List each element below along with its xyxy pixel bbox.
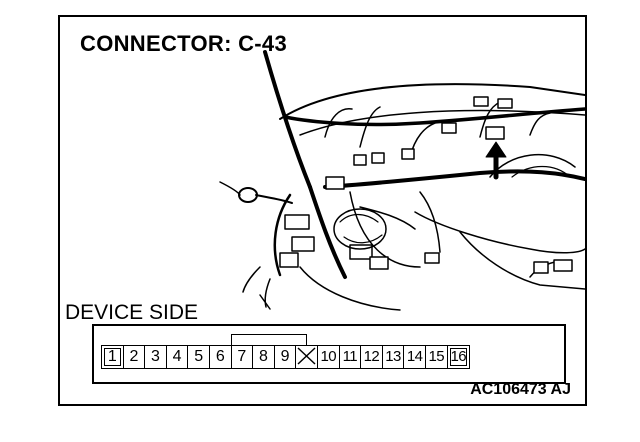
main-harness: [323, 169, 585, 189]
grommet-wire: [219, 181, 241, 196]
connector-housing: [284, 214, 310, 230]
pin-5: 5: [188, 346, 210, 368]
connector-housing: [371, 152, 385, 164]
reference-code: AC106473 AJ: [470, 381, 571, 398]
unused-cavity-cross-icon: [297, 347, 316, 365]
pin-11: 11: [340, 346, 362, 368]
connector-housing: [353, 154, 367, 166]
branch-wire: [324, 108, 353, 138]
instrument-panel-curve: [414, 211, 585, 254]
grommet-wire: [255, 194, 293, 204]
connector-housing: [553, 259, 573, 272]
pin-16: 16: [448, 346, 470, 368]
connector-housing: [497, 98, 513, 109]
device-side-label: DEVICE SIDE: [65, 301, 199, 324]
connector-lock-notch: [231, 334, 307, 346]
pin-7: 7: [232, 346, 254, 368]
pin-1: 1: [102, 346, 124, 368]
connector-housing: [369, 256, 389, 270]
connector-title: CONNECTOR: C-43: [80, 31, 288, 56]
main-harness: [263, 50, 312, 189]
relay-wire: [339, 213, 379, 223]
main-harness: [283, 107, 585, 127]
instrument-panel-curve: [459, 231, 585, 290]
leader-line: [259, 294, 271, 310]
branch-wire: [242, 266, 261, 293]
connector-housing: [279, 252, 299, 268]
pin-2: 2: [124, 346, 146, 368]
pin-9: 9: [275, 346, 297, 368]
pin-14: 14: [404, 346, 426, 368]
branch-wire: [264, 278, 271, 308]
pin-4: 4: [167, 346, 189, 368]
branch-wire: [529, 112, 551, 136]
connector-housing: [485, 126, 505, 140]
branch-wire: [359, 206, 416, 230]
pin-13: 13: [383, 346, 405, 368]
main-harness: [308, 185, 347, 279]
grommet: [238, 187, 258, 203]
branch-wire: [359, 106, 381, 148]
dashboard-outline: [279, 83, 585, 120]
pin-8: 8: [253, 346, 275, 368]
relay-wire: [343, 234, 383, 244]
target-arrow-head: [485, 141, 507, 158]
pin-cavity-unused: [296, 346, 318, 368]
connector-housing: [349, 244, 373, 260]
connector-housing: [533, 261, 549, 274]
lower-trim: [299, 266, 401, 311]
connector-housing: [291, 236, 315, 252]
relay-block: [333, 208, 387, 250]
pin-12: 12: [361, 346, 383, 368]
pin-6: 6: [210, 346, 232, 368]
connector-housing: [473, 96, 489, 107]
pin-10: 10: [318, 346, 340, 368]
pin-3: 3: [145, 346, 167, 368]
connector-housing: [401, 148, 415, 160]
branch-wire: [419, 191, 441, 253]
pin-15: 15: [426, 346, 448, 368]
wiring-harness-illustration: [219, 50, 585, 311]
connector-housing: [325, 176, 345, 190]
connector-housing: [424, 252, 440, 264]
connector-housing: [441, 122, 457, 134]
